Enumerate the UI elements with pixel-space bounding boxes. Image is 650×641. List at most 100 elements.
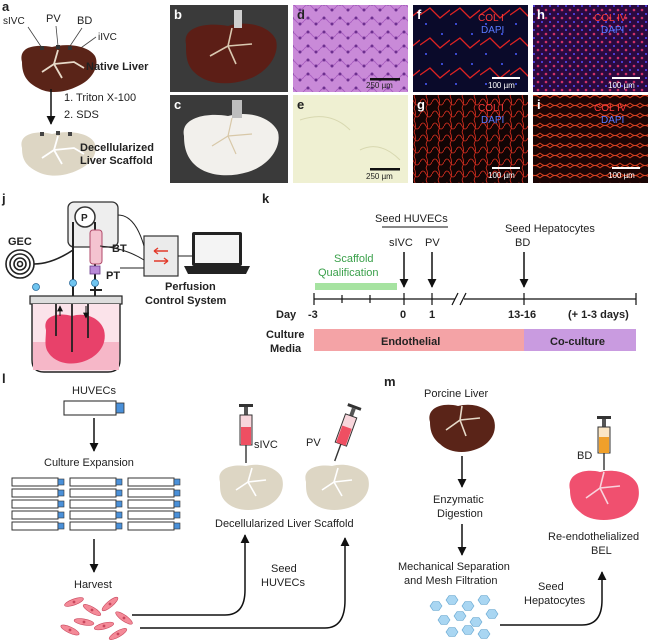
stain-col1-g: COL I — [478, 103, 504, 114]
mechanical-label-2: and Mesh Filtration — [404, 575, 498, 587]
hepatocyte-cell — [477, 595, 491, 605]
flask-cap — [115, 500, 123, 508]
culture-flask — [127, 521, 175, 531]
hepatocyte-cell — [453, 611, 467, 621]
scalebar-d: 250 µm — [366, 81, 393, 90]
stain-dapi-g: DAPI — [481, 115, 504, 126]
panel-label-k: k — [262, 191, 270, 206]
panel-label-h: h — [537, 7, 545, 22]
native-liver-title: Native Liver — [86, 61, 149, 73]
hepatocyte-cell — [445, 595, 459, 605]
porcine-liver-icon — [429, 404, 495, 452]
label-bd: BD — [77, 15, 92, 27]
hepatocyte-cell — [461, 625, 475, 635]
qual-label-1: Scaffold — [334, 253, 374, 265]
flask-cap — [173, 511, 181, 519]
photo-c: c — [170, 95, 288, 183]
stain-dapi-h: DAPI — [601, 25, 624, 36]
panel-j: j P GEC BT PT — [1, 191, 250, 373]
hepatocyte-cell — [461, 601, 475, 611]
stain-dapi-i: DAPI — [601, 115, 624, 126]
pump-label: P — [81, 213, 88, 224]
pump-icon — [74, 206, 96, 228]
culture-flask — [69, 477, 117, 487]
enzymatic-label-2: Digestion — [437, 508, 483, 520]
hepatocyte-cell — [437, 615, 451, 625]
hepatocyte-cell — [477, 629, 491, 639]
flask-cap — [173, 489, 181, 497]
expansion-label: Culture Expansion — [44, 457, 134, 469]
panel-label-a: a — [2, 0, 10, 14]
pt-label: PT — [106, 270, 120, 282]
seed-hep-label-2: Hepatocytes — [524, 595, 586, 607]
enzymatic-label-1: Enzymatic — [433, 494, 484, 506]
media-label-2: Media — [270, 343, 302, 355]
endothelial-media-bar — [314, 329, 524, 351]
scaffold-sivc-icon — [219, 464, 283, 510]
hepatocyte-cell — [485, 609, 499, 619]
scaffold-pv-icon — [305, 464, 369, 510]
native-liver-icon — [21, 25, 97, 93]
stain-col4-i: COL IV — [594, 103, 627, 114]
panel-a: a sIVC PV BD iIVC Native Liver 1. Triton… — [2, 0, 154, 176]
confocal-g: COL I DAPI 100 µm g — [413, 95, 528, 183]
seed-huvecs-label-2: HUVECs — [261, 577, 306, 589]
hepatocyte-cell — [429, 601, 443, 611]
harvest-label: Harvest — [74, 579, 112, 591]
panel-label-m: m — [384, 374, 396, 389]
scalebar-f: 100 µm — [488, 81, 515, 90]
panel-label-d: d — [297, 7, 305, 22]
panel-label-b: b — [174, 7, 182, 22]
confocal-i: COL IV DAPI 100 µm i — [533, 95, 648, 183]
k-pv-label: PV — [425, 237, 440, 249]
flask-cap — [57, 511, 65, 519]
media-label-1: Culture — [266, 329, 305, 341]
flask-cap — [57, 500, 65, 508]
stain-col4-h: COL IV — [594, 13, 627, 24]
huvec-cells — [60, 596, 133, 640]
scaffold-title-1: Decellularized — [80, 142, 154, 154]
seed-hepatocytes-label: Seed Hepatocytes — [505, 223, 595, 235]
system-title-1: Perfusion — [165, 281, 216, 293]
l-sivc-label: sIVC — [254, 439, 278, 451]
panel-label-g: g — [417, 97, 425, 112]
histology-d: 250 µm d — [293, 5, 408, 92]
panel-label-j: j — [1, 191, 6, 206]
porcine-label: Porcine Liver — [424, 388, 489, 400]
flask-cap — [115, 489, 123, 497]
scalebar-e: 250 µm — [366, 172, 393, 181]
culture-flask — [11, 477, 59, 487]
scaffold-caption: Decellularized Liver Scaffold — [215, 518, 354, 530]
confocal-f: COL I DAPI 100 µm f — [413, 5, 528, 92]
histology-e: 250 µm e — [293, 95, 408, 183]
l-pv-label: PV — [306, 437, 321, 449]
flask-cap — [115, 522, 123, 530]
scalebar-g: 100 µm — [488, 171, 515, 180]
seed-huvecs-label: Seed HUVECs — [375, 213, 448, 225]
k-bd-label: BD — [515, 237, 530, 249]
flask-cap — [57, 489, 65, 497]
bel-liver-icon — [569, 470, 639, 520]
day-0: 0 — [400, 309, 406, 321]
flask-cap — [57, 478, 65, 486]
laptop-icon — [178, 232, 250, 274]
flask-stack — [11, 477, 181, 531]
seed-hep-label-1: Seed — [538, 581, 564, 593]
panel-k: k Seed HUVECs Seed Hepatocytes sIVC PV B… — [262, 191, 637, 355]
bubble-trap — [89, 229, 103, 265]
mechanical-label-1: Mechanical Separation — [398, 561, 510, 573]
coculture-label: Co-culture — [550, 336, 605, 348]
culture-flask — [127, 510, 175, 520]
stain-dapi-f: DAPI — [481, 25, 504, 36]
seed-huvecs-label-1: Seed — [271, 563, 297, 575]
step-sds: 2. SDS — [64, 109, 99, 121]
scaffold-liver-icon — [21, 131, 96, 176]
system-title-2: Control System — [145, 295, 227, 307]
bioreactor-icon — [29, 289, 123, 373]
panel-m: m Porcine Liver Enzymatic Digestion Mech… — [384, 374, 639, 639]
culture-flask — [127, 477, 175, 487]
timeline-ticks — [313, 293, 637, 305]
flask-cap — [115, 478, 123, 486]
day-13-16: 13-16 — [508, 309, 536, 321]
flask-cap — [173, 478, 181, 486]
